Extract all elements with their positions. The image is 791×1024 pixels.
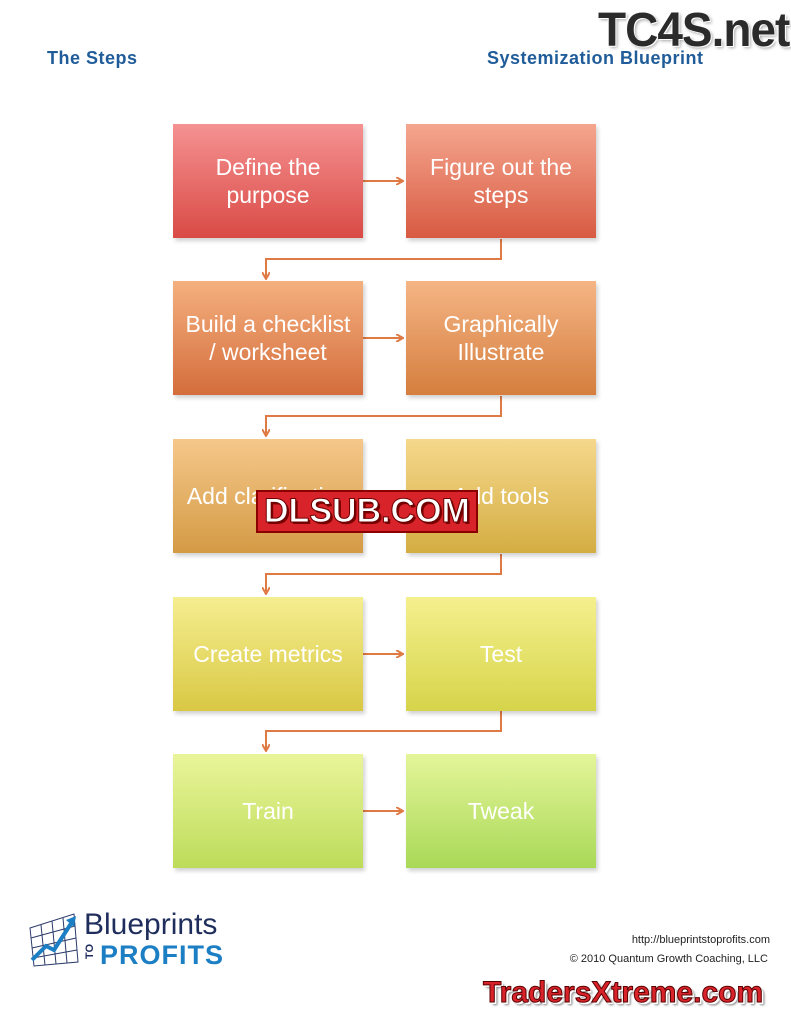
- watermark-bottom: TradersXtreme.com: [482, 976, 764, 1010]
- step-figure-out-steps: Figure out the steps: [406, 124, 596, 238]
- footer-url: http://blueprintstoprofits.com: [631, 934, 770, 946]
- logo-text-blueprints: Blueprints: [84, 908, 218, 941]
- watermark-middle: DLSUB.COM: [256, 490, 478, 533]
- arrow-2-3: [266, 239, 502, 278]
- arrow-8-9: [266, 711, 502, 750]
- arrow-6-7: [266, 554, 502, 593]
- step-define-purpose: Define the purpose: [173, 124, 363, 238]
- step-create-metrics: Create metrics: [173, 597, 363, 711]
- logo-text-to: TO: [84, 944, 96, 960]
- step-test: Test: [406, 597, 596, 711]
- step-graphically-illustrate: Graphically Illustrate: [406, 281, 596, 395]
- arrow-4-5: [266, 396, 502, 435]
- footer-copyright: © 2010 Quantum Growth Coaching, LLC: [569, 953, 768, 965]
- page-title-left: The Steps: [47, 48, 138, 68]
- step-tweak: Tweak: [406, 754, 596, 868]
- blueprints-to-profits-logo: Blueprints TO PROFITS: [26, 908, 241, 970]
- page-title-right: Systemization Blueprint: [487, 48, 704, 68]
- step-build-checklist: Build a checklist / worksheet: [173, 281, 363, 395]
- step-train: Train: [173, 754, 363, 868]
- logo-text-profits: PROFITS: [100, 940, 225, 970]
- watermark-top: TC4S.net: [598, 1, 790, 57]
- grid-chart-logo-icon: [29, 913, 79, 967]
